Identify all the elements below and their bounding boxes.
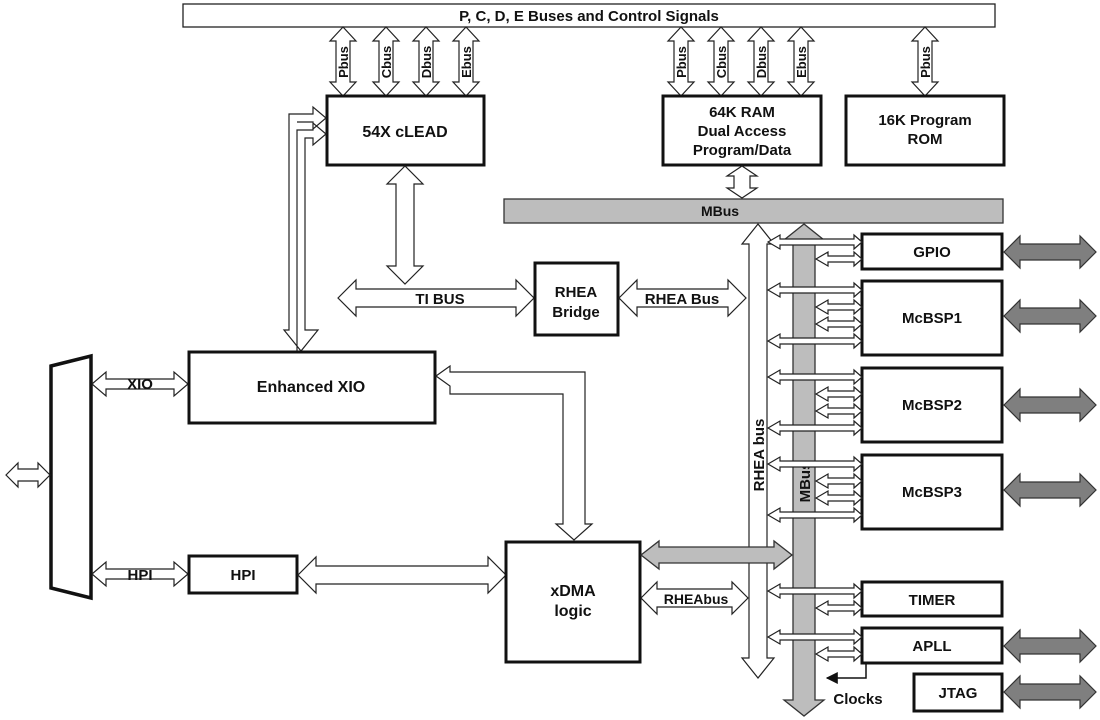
ram-box [661, 94, 823, 167]
gpio-label: GPIO [913, 244, 951, 261]
top-bus-label: P, C, D, E Buses and Control Signals [459, 8, 719, 25]
ram-mbus-arrow [725, 165, 759, 199]
external-io-arrow [5, 461, 51, 489]
mcbsp3-rhea-connector-2 [766, 506, 863, 524]
ram-cbus-label: Cbus [714, 46, 729, 79]
mcbsp2-rhea-connector-2 [766, 419, 863, 437]
ram-dbus-label: Dbus [754, 46, 769, 79]
mbus-horizontal-bar [503, 198, 1004, 224]
clocks-label: Clocks [833, 691, 882, 708]
cpu-box [325, 94, 486, 167]
mcbsp3-mbus-connector-2 [814, 489, 863, 507]
mcbsp1-mbus-connector-2 [814, 315, 863, 333]
rhea-bridge-label-2: Bridge [552, 304, 600, 321]
xdma-box [504, 540, 642, 664]
timer-label: TIMER [909, 592, 956, 609]
ram-ebus-label: Ebus [794, 46, 809, 78]
mcbsp1-rhea-connector [766, 281, 863, 299]
hpi-box-label: HPI [230, 567, 255, 584]
gpio-box [860, 232, 1004, 271]
rhea-bus-label: RHEA Bus [645, 291, 719, 308]
timer-mbus-connector [814, 599, 863, 617]
mcbsp3-external-arrow [1003, 472, 1097, 508]
mcbsp3-label: McBSP3 [902, 484, 962, 501]
rhea-bridge-label-1: RHEA [555, 284, 598, 301]
mcbsp2-box [860, 366, 1004, 444]
gpio-external-arrow [1003, 234, 1097, 270]
mcbsp2-mbus-connector-1 [814, 385, 863, 403]
jtag-external-arrow [1003, 674, 1097, 710]
rhea-bus-arrow [618, 278, 747, 318]
ram-pbus-label: Pbus [674, 46, 689, 78]
xdma-rheabus-label: RHEAbus [664, 591, 729, 607]
apll-box [860, 626, 1004, 665]
cpu-label: 54X cLEAD [362, 124, 447, 141]
ti-bus-label: TI BUS [415, 291, 464, 308]
cpu-dbus-label: Dbus [419, 46, 434, 79]
ram-label-1: 64K RAM [709, 104, 775, 121]
timer-box [860, 580, 1004, 618]
xio-cpu-arrow [282, 105, 327, 352]
jtag-box [912, 672, 1004, 713]
rhea-bridge-box [533, 261, 620, 337]
jtag-label: JTAG [939, 685, 978, 702]
mcbsp3-rhea-connector [766, 455, 863, 473]
xio-arrow-label: XIO [127, 376, 153, 393]
apll-external-arrow [1003, 628, 1097, 664]
cpu-cbus-label: Cbus [379, 46, 394, 79]
external-pin-arrows [1003, 234, 1097, 710]
clocks-line [825, 664, 867, 684]
mcbsp2-external-arrow [1003, 387, 1097, 423]
mcbsp1-label: McBSP1 [902, 310, 962, 327]
hpi-arrow-label: HPI [127, 567, 152, 584]
multiplexer [49, 353, 93, 601]
mcbsp2-rhea-connector [766, 368, 863, 386]
cpu-pbus-label: Pbus [336, 46, 351, 78]
mcbsp3-mbus-connector-1 [814, 472, 863, 490]
mcbsp2-mbus-connector-2 [814, 402, 863, 420]
timer-rhea-connector [766, 582, 863, 600]
mbus-horizontal-label: MBus [701, 203, 739, 219]
ram-label-2: Dual Access [698, 123, 787, 140]
rom-box [844, 94, 1006, 167]
xio-xdma-arrow [434, 364, 594, 541]
gpio-mbus-connector [814, 250, 863, 268]
mbus-vertical-label: MBus [797, 462, 814, 503]
ram-label-3: Program/Data [693, 142, 792, 159]
peripheral-connectors [766, 233, 863, 663]
apll-rhea-connector [766, 628, 863, 646]
rom-label-1: 16K Program [878, 112, 971, 129]
ram-bus-arrows [666, 26, 816, 97]
xdma-label-1: xDMA [550, 583, 596, 600]
rhea-bus-vertical [740, 223, 776, 679]
rom-label-2: ROM [908, 131, 943, 148]
rhea-bus-vertical-label: RHEA bus [751, 419, 768, 492]
mcbsp1-box [860, 279, 1004, 357]
apll-label: APLL [912, 638, 951, 655]
hpi-box [187, 554, 299, 595]
top-bus-bar [182, 3, 996, 28]
xdma-mbus-arrow [639, 539, 794, 571]
gpio-rhea-connector [766, 233, 863, 251]
cpu-tibus-arrow [385, 165, 425, 285]
rom-pbus-label: Pbus [918, 46, 933, 78]
mcbsp1-rhea-connector-2 [766, 332, 863, 350]
enhanced-xio-box [187, 350, 437, 425]
cpu-ebus-label: Ebus [459, 46, 474, 78]
hpi-xdma-arrow [297, 555, 507, 595]
mcbsp3-box [860, 453, 1004, 531]
mcbsp2-label: McBSP2 [902, 397, 962, 414]
mcbsp1-mbus-connector-1 [814, 298, 863, 316]
xdma-label-2: logic [554, 603, 591, 620]
mcbsp1-external-arrow [1003, 298, 1097, 334]
xdma-rheabus-arrow [640, 580, 749, 616]
apll-mbus-connector [814, 645, 863, 663]
enhanced-xio-label: Enhanced XIO [257, 379, 365, 396]
cpu-bus-arrows [328, 26, 481, 97]
